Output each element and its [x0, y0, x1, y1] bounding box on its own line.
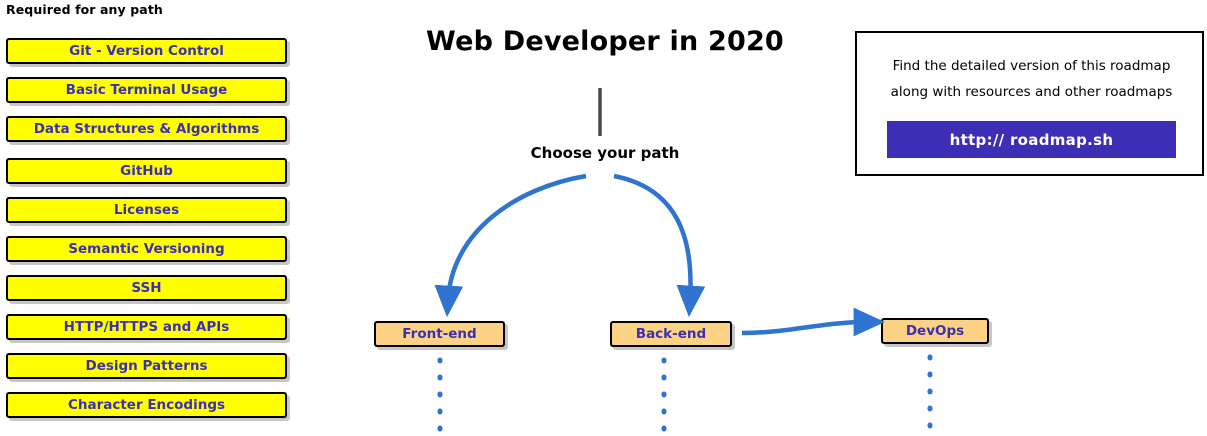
path-node-front-end[interactable]: Front-end — [374, 321, 505, 347]
roadmap-sh-link-button[interactable]: http:// roadmap.sh — [887, 121, 1176, 158]
required-item-basic-terminal-usage[interactable]: Basic Terminal Usage — [6, 77, 287, 103]
path-node-devops[interactable]: DevOps — [881, 318, 989, 344]
required-item-character-encodings[interactable]: Character Encodings — [6, 392, 287, 418]
page-title: Web Developer in 2020 — [426, 26, 784, 57]
required-section-heading: Required for any path — [6, 2, 163, 17]
required-item-github[interactable]: GitHub — [6, 158, 287, 184]
roadmap-info-panel: Find the detailed version of this roadma… — [855, 31, 1204, 176]
required-item-data-structures[interactable]: Data Structures & Algorithms — [6, 116, 287, 142]
required-item-http-https-apis[interactable]: HTTP/HTTPS and APIs — [6, 314, 287, 340]
path-node-back-end[interactable]: Back-end — [610, 321, 732, 347]
required-item-licenses[interactable]: Licenses — [6, 197, 287, 223]
required-item-design-patterns[interactable]: Design Patterns — [6, 353, 287, 379]
arrow-back-end-to-devops — [741, 307, 886, 337]
required-item-ssh[interactable]: SSH — [6, 275, 287, 301]
required-item-semantic-versioning[interactable]: Semantic Versioning — [6, 236, 287, 262]
curved-arrow-to-front-end — [434, 173, 587, 318]
required-item-git[interactable]: Git - Version Control — [6, 38, 287, 64]
required-for-any-path-column: Required for any path Git - Version Cont… — [0, 0, 300, 436]
roadmap-description-line-2: along with resources and other roadmaps — [890, 84, 1173, 100]
curved-arrow-to-back-end — [613, 173, 706, 318]
roadmap-description-line-1: Find the detailed version of this roadma… — [892, 58, 1171, 74]
choose-path-label: Choose your path — [530, 144, 680, 162]
